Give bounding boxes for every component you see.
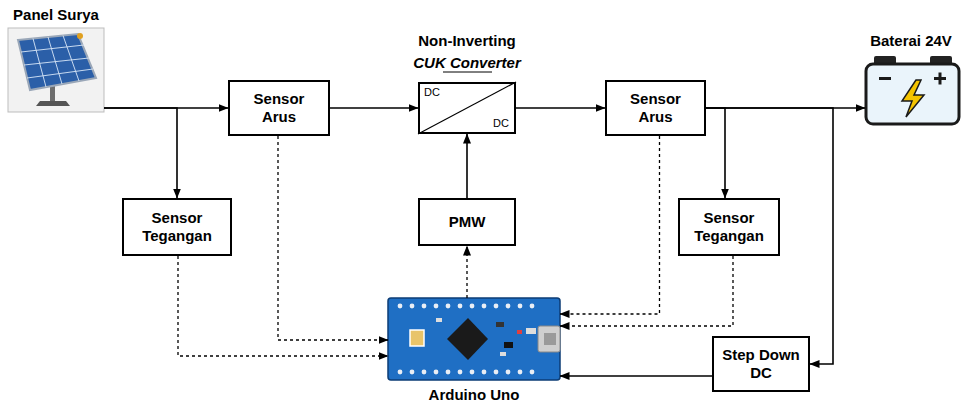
step-down-box: Step Down DC xyxy=(712,336,810,392)
battery-picture xyxy=(866,56,959,124)
node-title: Panel Surya xyxy=(6,6,106,24)
power-line xyxy=(706,108,725,198)
sensor-box: Sensor Arus xyxy=(228,80,330,136)
power-line xyxy=(466,134,468,198)
pwm-box: PMW xyxy=(418,198,516,246)
signal-line xyxy=(278,136,388,340)
port-label: DC xyxy=(424,86,440,99)
picture-area xyxy=(388,298,560,380)
box-label: Sensor Arus xyxy=(615,90,696,126)
arduino-board-picture xyxy=(388,298,560,380)
battery: Baterai 24V xyxy=(858,30,964,126)
converter-block: DC DC Non-InvertingCUK Converter xyxy=(396,30,538,136)
sensor-box: Sensor Tegangan xyxy=(678,198,780,256)
box-label: Step Down DC xyxy=(722,346,800,382)
signal-line xyxy=(466,246,467,298)
arduino-board: Arduino Uno xyxy=(386,296,562,408)
node-title: Baterai 24V xyxy=(858,32,964,50)
power-line xyxy=(330,107,418,109)
solar-panel: Panel Surya xyxy=(6,4,106,114)
sensor-box: Sensor Tegangan xyxy=(122,198,232,256)
power-line xyxy=(560,375,712,377)
node-title: CUK Converter xyxy=(396,54,538,72)
sensor-box: Sensor Arus xyxy=(605,80,706,136)
converter-diagonal xyxy=(418,82,516,134)
power-line xyxy=(104,108,177,198)
box-label: Sensor Tegangan xyxy=(132,209,222,245)
node-title: Non-Inverting xyxy=(396,32,538,50)
node-title: Arduino Uno xyxy=(386,386,562,404)
picture-area xyxy=(865,54,960,126)
box-label: Sensor Arus xyxy=(238,90,320,126)
picture-area xyxy=(8,28,104,112)
solar-panel-picture xyxy=(8,28,104,112)
signal-line xyxy=(178,256,388,356)
box-label: PMW xyxy=(449,213,486,231)
signal-line xyxy=(560,136,660,314)
power-line xyxy=(516,107,605,109)
signal-line xyxy=(560,256,733,326)
title-underline xyxy=(443,72,492,73)
port-label: DC xyxy=(493,117,509,130)
converter-box: DC DC xyxy=(418,82,516,134)
box-label: Sensor Tegangan xyxy=(688,209,770,245)
